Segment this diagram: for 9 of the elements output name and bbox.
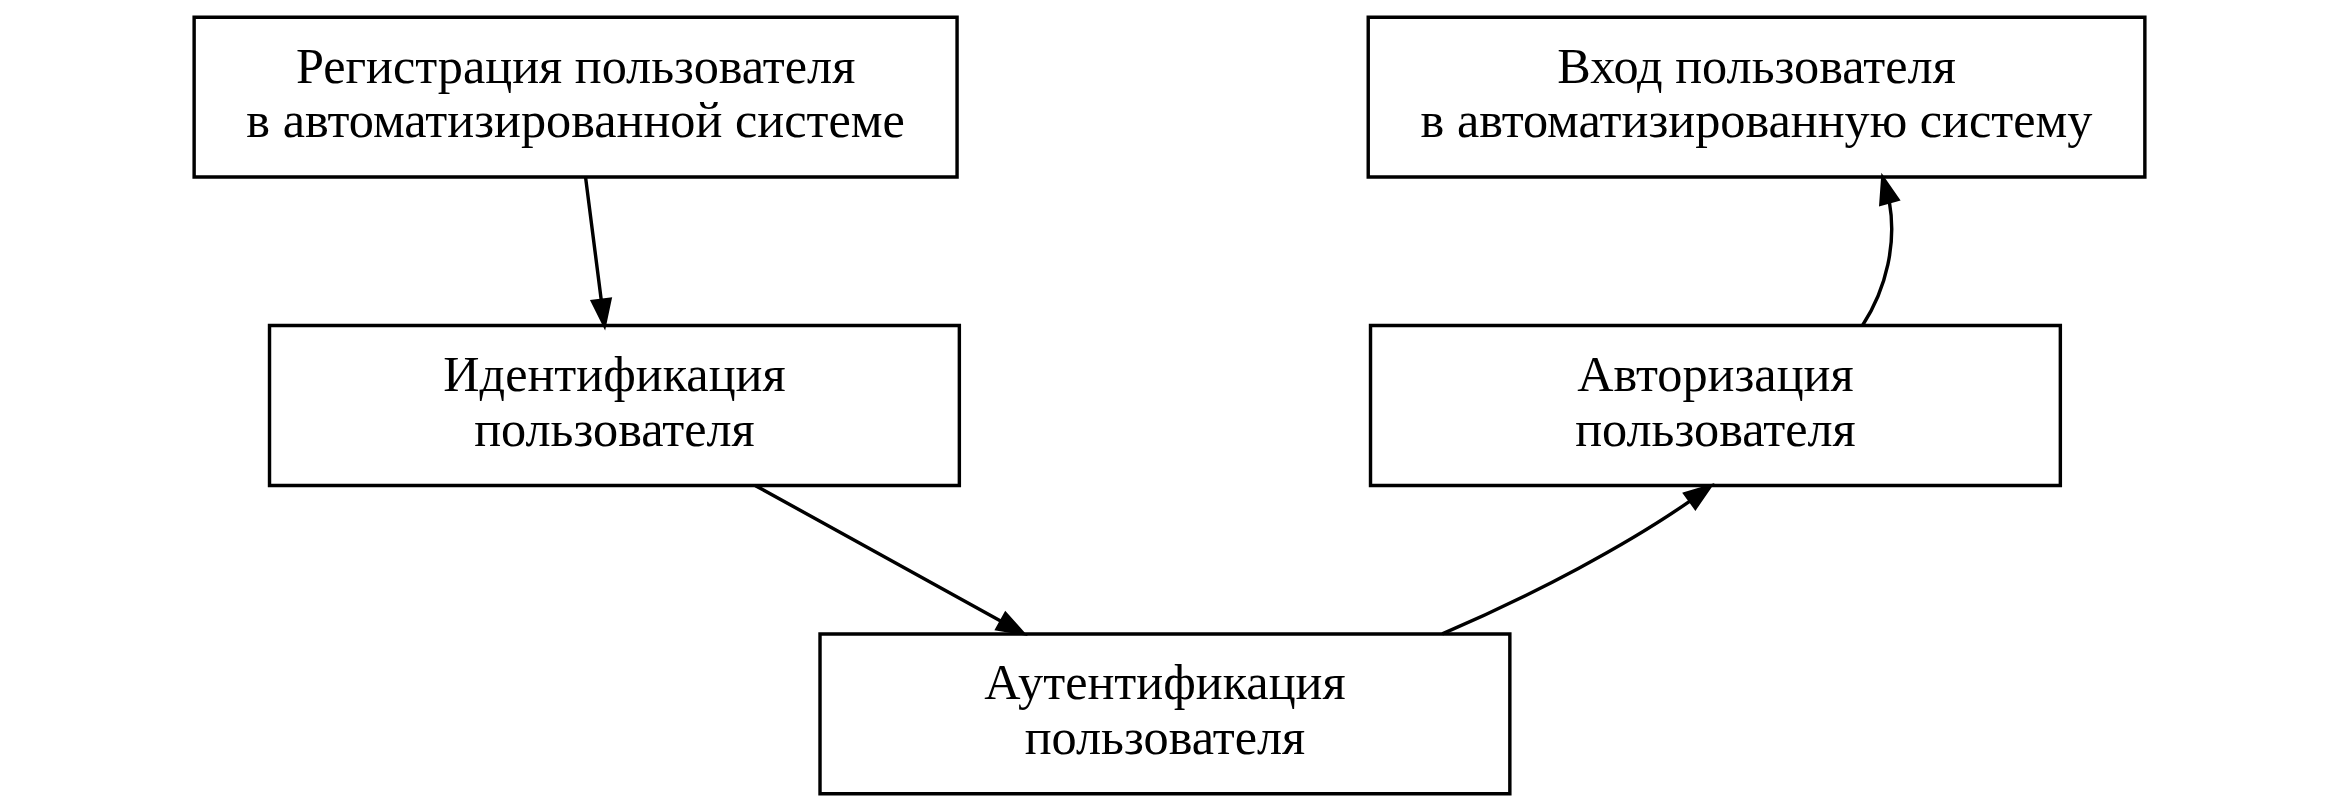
arrow <box>583 177 613 331</box>
node-box: Вход пользователя в автоматизированную систему <box>1366 15 2147 179</box>
node-box: Идентификация пользователя <box>267 323 962 488</box>
arrow <box>1861 172 1901 327</box>
arrow <box>754 484 1028 636</box>
arrow <box>1441 482 1715 636</box>
node-box: Аутентификация пользователя <box>818 632 1512 796</box>
node-box: Регистрация пользователя в автоматизированной системе <box>192 15 959 179</box>
node-box: Авторизация пользователя <box>1368 323 2063 488</box>
